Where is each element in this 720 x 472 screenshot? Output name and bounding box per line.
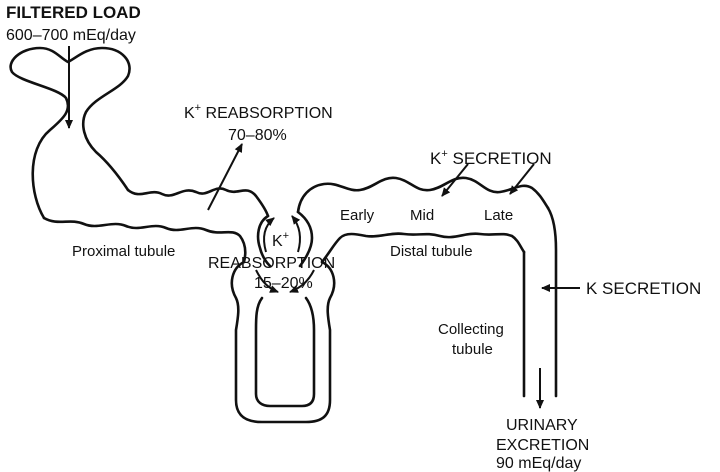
urinary-excretion-line2: EXCRETION [496,437,589,454]
loop-reabsorption-title: REABSORPTION [208,255,335,272]
collecting-tubule-label-line1: Collecting [438,321,504,338]
loop-of-henle [230,210,336,424]
early-segment-label: Early [340,207,375,224]
collecting-tubule-label-line2: tubule [452,341,493,358]
loop-reabsorption-value: 15–20% [254,275,313,292]
proximal-tubule [42,187,270,264]
distal-secretion-title: K+ SECRETION [430,148,552,168]
urinary-excretion-value: 90 mEq/day [496,455,581,472]
mid-segment-label: Mid [410,207,434,224]
proximal-tubule-label: Proximal tubule [72,243,175,260]
filtered-load-title: FILTERED LOAD [6,3,141,22]
collecting-tubule [522,206,558,398]
urinary-excretion-line1: URINARY [506,417,578,434]
collecting-secretion-label: K SECRETION [586,279,701,298]
loop-reabsorption-arrows [255,215,315,293]
proximal-reabsorption-title: K+ REABSORPTION [184,102,333,122]
distal-tubule [296,176,550,264]
proximal-reabsorption-value: 70–80% [228,127,287,144]
late-segment-label: Late [484,207,513,224]
filtered-load-value: 600–700 mEq/day [6,27,136,44]
bowman-capsule [9,46,131,220]
proximal-reabsorption-arrow [207,143,243,211]
distal-tubule-label: Distal tubule [390,243,473,260]
distal-secretion-arrows [441,163,535,197]
loop-ion-label: K+ [272,230,289,250]
